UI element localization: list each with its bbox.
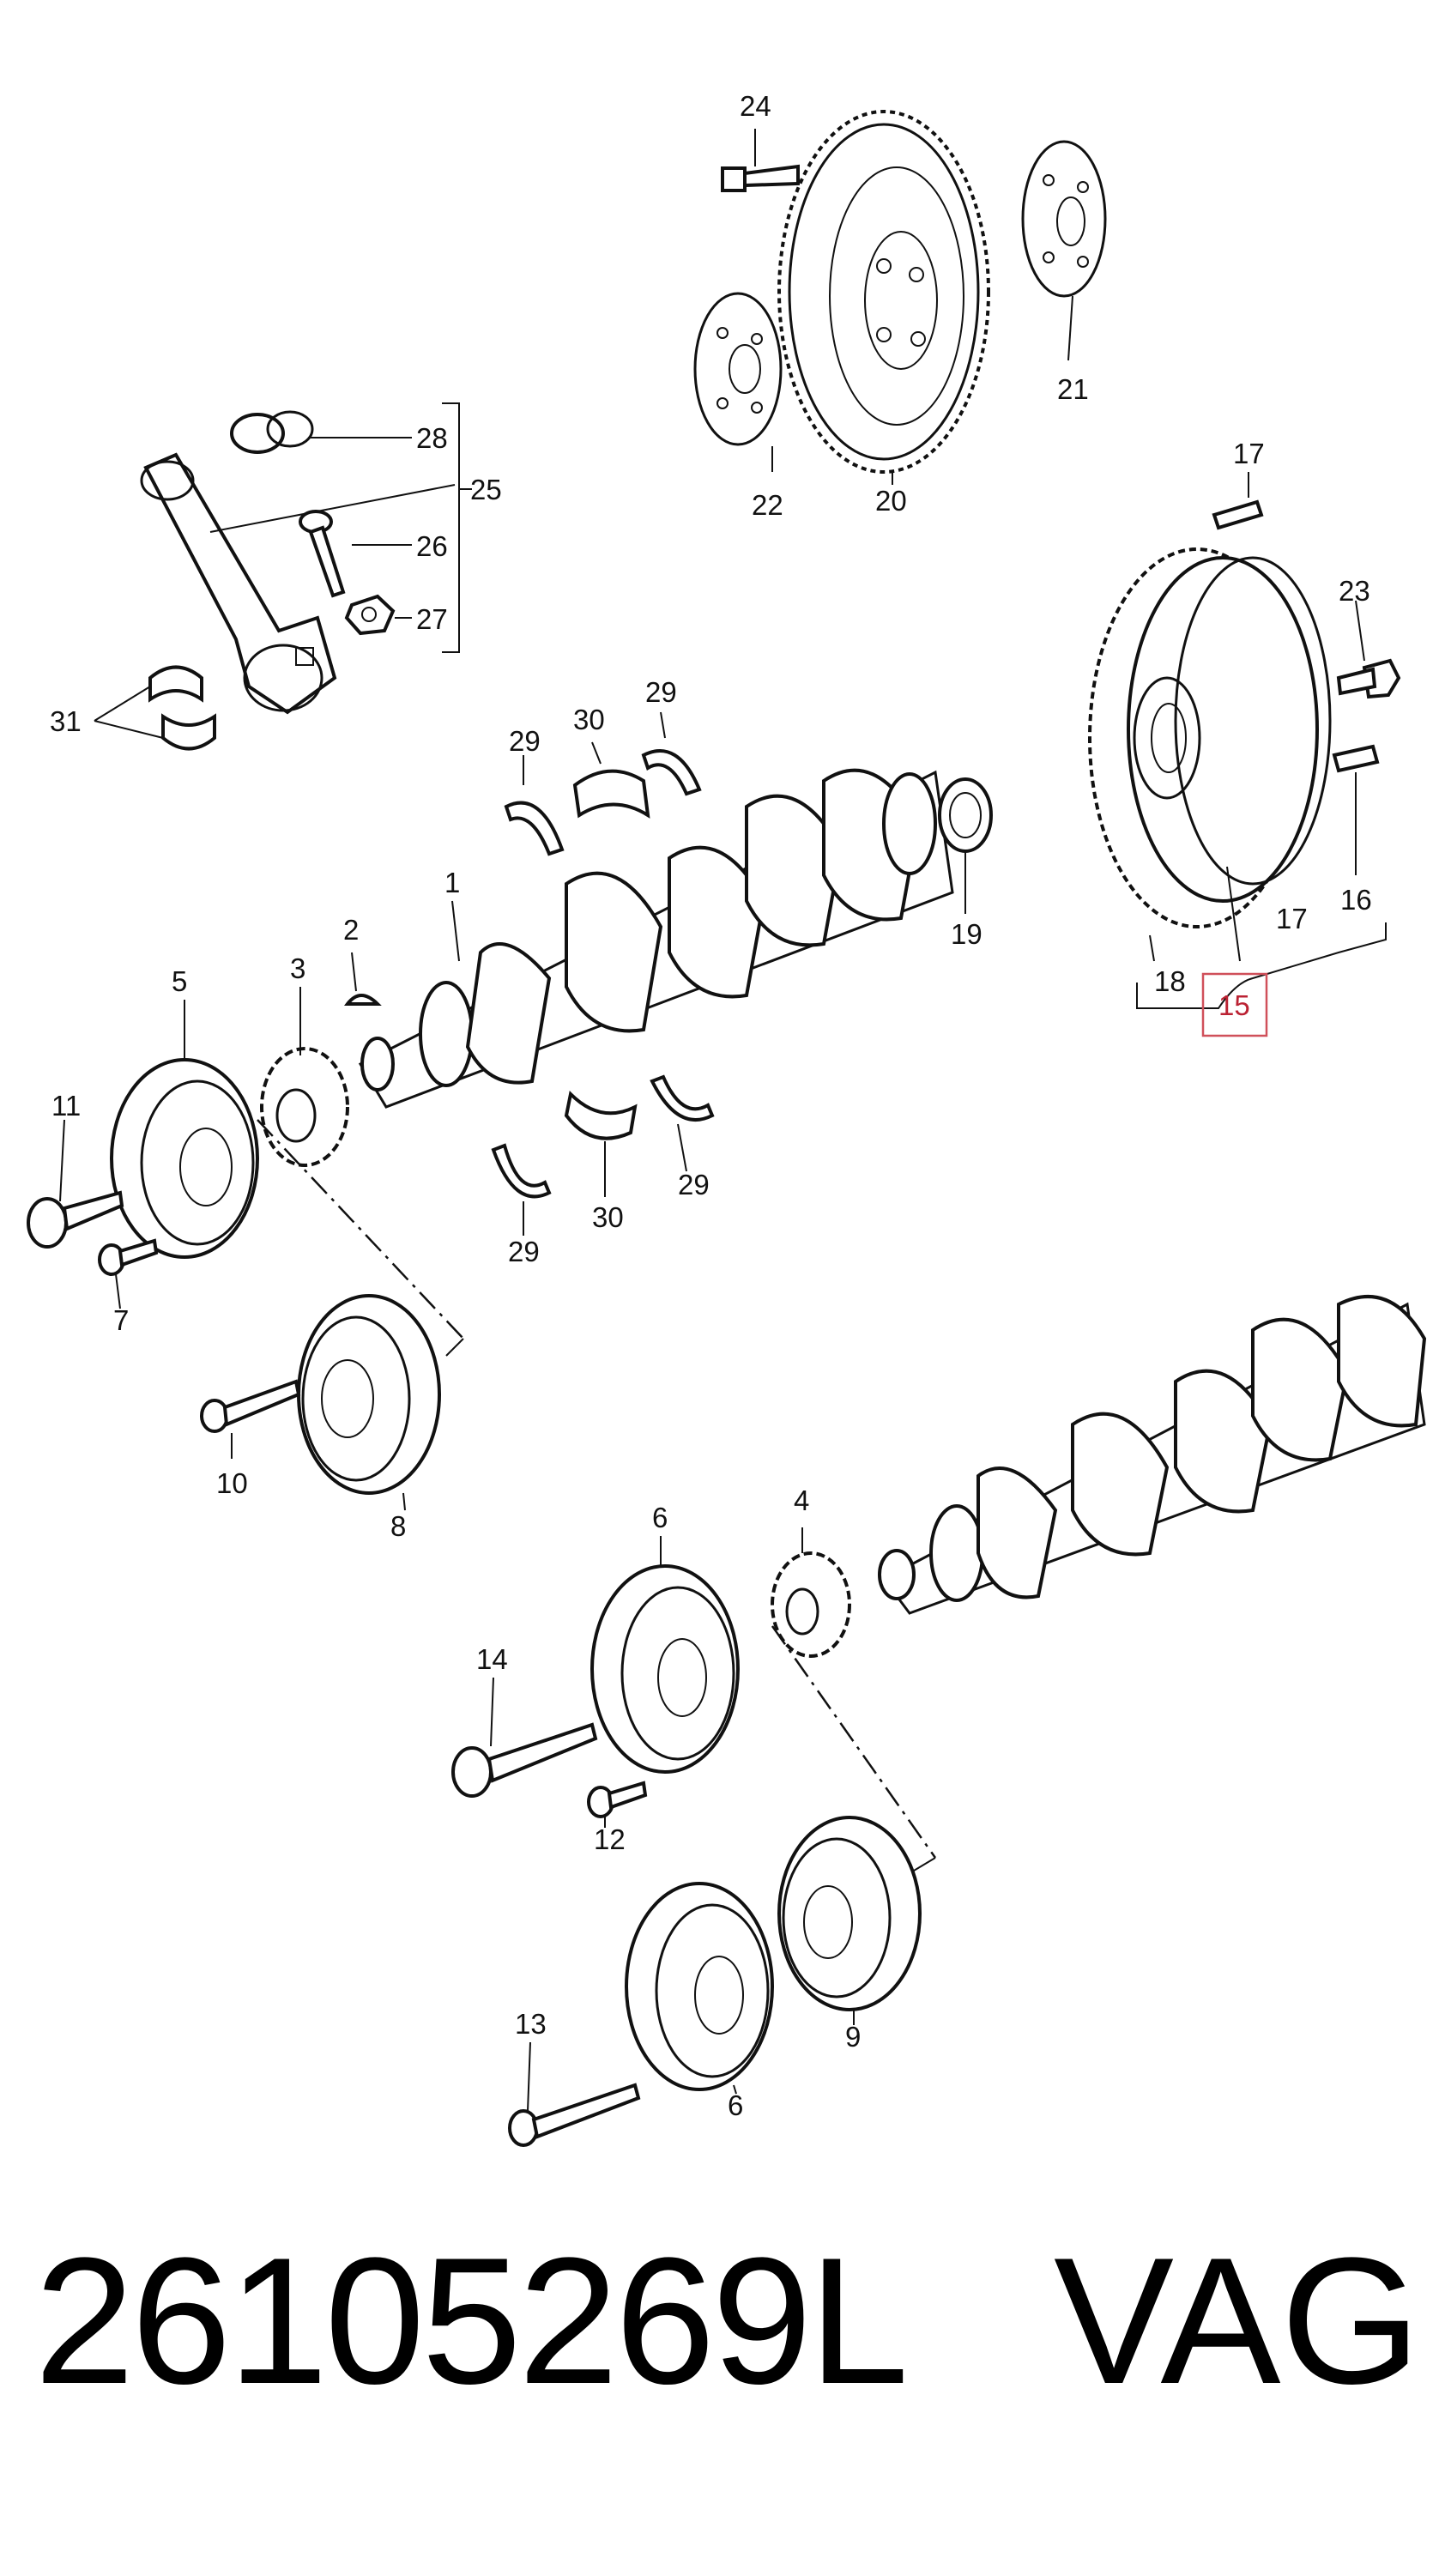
label-30b: 30 <box>592 1201 624 1233</box>
label-23: 23 <box>1339 575 1370 607</box>
brand-text: VAG <box>1054 2220 1421 2422</box>
label-29a: 29 <box>509 725 541 757</box>
thrust-washer-29c <box>491 1143 552 1199</box>
bolt-7 <box>98 1238 159 1276</box>
label-29c: 29 <box>508 1236 540 1267</box>
pulley-5 <box>110 1058 259 1259</box>
label-24: 24 <box>740 90 771 122</box>
woodruff-key-2 <box>343 994 382 1006</box>
thrust-washer-29b <box>641 749 702 796</box>
crankshaft-upper <box>358 768 954 1109</box>
label-14: 14 <box>476 1643 508 1675</box>
label-29d: 29 <box>678 1169 710 1200</box>
rod-nut-27 <box>344 594 396 636</box>
label-11: 11 <box>51 1090 81 1122</box>
thrust-washer-29a <box>504 801 565 856</box>
label-1: 1 <box>444 867 460 898</box>
timing-sprocket-4 <box>771 1551 851 1658</box>
label-2: 2 <box>343 914 359 946</box>
label-6a: 6 <box>652 1502 668 1533</box>
needle-bearing-19 <box>938 777 993 853</box>
crankshaft-lower <box>878 1295 1427 1615</box>
rod-bolt-26 <box>299 510 346 598</box>
timing-sprocket-3 <box>260 1047 349 1167</box>
pulley-6b <box>625 1882 774 2091</box>
bolt-14 <box>451 1722 598 1798</box>
label-15: 15 <box>1218 989 1250 1021</box>
bolt-23 <box>1336 658 1401 699</box>
label-17a: 17 <box>1233 438 1265 469</box>
label-4: 4 <box>794 1485 809 1516</box>
pulley-9 <box>777 1816 922 2011</box>
label-28: 28 <box>416 422 448 454</box>
label-31: 31 <box>50 705 82 737</box>
rod-bearing-shells-31 <box>148 665 216 751</box>
drive-plate-21 <box>1021 140 1107 298</box>
label-25: 25 <box>470 474 502 505</box>
dowel-16 <box>1332 744 1380 773</box>
label-27: 27 <box>416 603 448 635</box>
label-21: 21 <box>1057 373 1089 405</box>
label-6b: 6 <box>728 2089 743 2121</box>
label-12: 12 <box>594 1823 626 1855</box>
part-labels: 24 21 22 20 28 25 26 27 31 29 30 29 17 2… <box>50 90 1372 2121</box>
label-3: 3 <box>290 952 305 984</box>
thrust-washer-29d <box>650 1074 715 1122</box>
bolt-10 <box>200 1379 301 1433</box>
label-8: 8 <box>390 1510 406 1542</box>
bolt-24 <box>721 164 800 192</box>
highlight-box-15 <box>1201 972 1268 1037</box>
flywheel-18 <box>1088 547 1332 928</box>
label-19: 19 <box>951 918 982 950</box>
bearing-shell-30b <box>564 1090 638 1140</box>
label-17b: 17 <box>1276 903 1308 934</box>
label-16: 16 <box>1340 884 1372 916</box>
label-5: 5 <box>172 965 187 997</box>
label-29b: 29 <box>645 676 677 708</box>
label-18: 18 <box>1154 965 1186 997</box>
pulley-6a <box>590 1564 740 1774</box>
label-10: 10 <box>216 1467 248 1499</box>
label-13: 13 <box>515 2008 547 2040</box>
label-7: 7 <box>113 1304 129 1336</box>
dowel-pin-17 <box>1212 499 1264 530</box>
label-30a: 30 <box>573 704 605 735</box>
label-22: 22 <box>752 489 783 521</box>
part-number-text: 26105269L <box>34 2220 909 2422</box>
label-20: 20 <box>875 485 907 517</box>
pulley-8 <box>297 1294 441 1495</box>
small-end-bush-28 <box>230 410 314 454</box>
label-9: 9 <box>845 2021 861 2053</box>
bearing-shell-30a <box>572 769 650 819</box>
flywheel-ring-gear <box>777 110 990 474</box>
bolt-13 <box>508 2083 641 2147</box>
connecting-rod <box>140 452 337 715</box>
leader-lines <box>59 129 1387 2112</box>
drive-plate-22 <box>693 292 783 446</box>
bolt-12 <box>587 1781 648 1818</box>
bolt-11 <box>27 1190 124 1249</box>
label-26: 26 <box>416 530 448 562</box>
